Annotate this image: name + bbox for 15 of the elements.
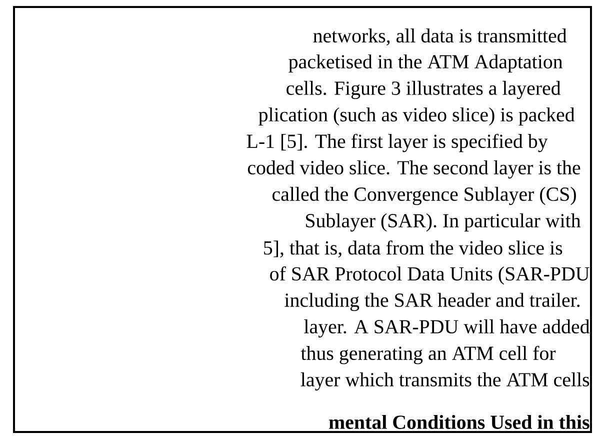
text-line: layer. A SAR-PDU will have added [304, 319, 590, 338]
text-line: called the Convergence Sublayer (CS) [272, 186, 576, 206]
text-line: thus generating an ATM cell for [300, 346, 556, 364]
text-line: cells. Figure 3 illustrates a layered [286, 80, 561, 100]
text-line: Sublayer (SAR). In particular with [306, 213, 581, 232]
text-line: including the SAR header and trailer. [284, 292, 580, 312]
text-line: mental Conditions Used in this [329, 414, 590, 429]
text-line: packetised in the ATM Adaptation [288, 54, 563, 73]
text-line: of SAR Protocol Data Units (SAR-PDU [270, 266, 590, 285]
text-line: networks, all data is transmitted [313, 28, 567, 46]
text-line: L-1 [5]. The first layer is specified by [246, 134, 548, 152]
text-line: layer which transmits the ATM cells [300, 372, 590, 391]
text-line: coded video slice. The second layer is the [248, 160, 580, 179]
text-line: plication (such as video slice) is packed [258, 107, 575, 126]
text-line: 5], that is, data from the video slice is [264, 240, 562, 258]
